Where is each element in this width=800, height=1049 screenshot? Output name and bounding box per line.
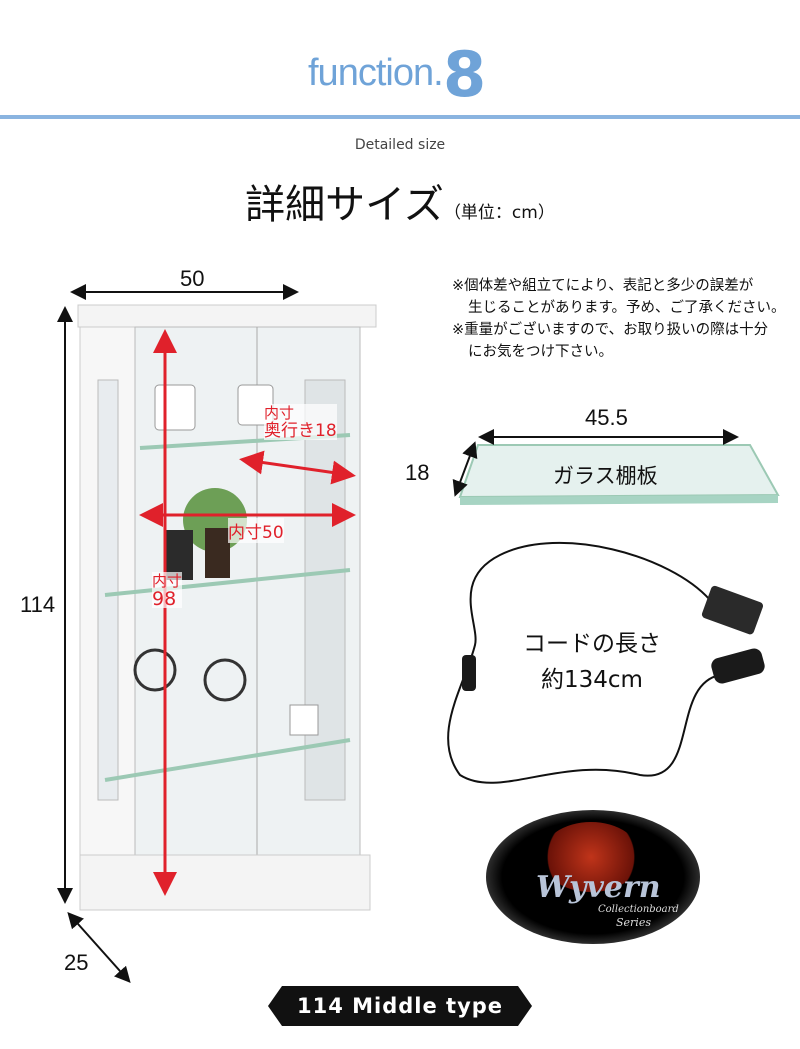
cord-plug [711, 648, 765, 684]
note-line: ※個体差や組立てにより、表記と多少の誤差が [452, 278, 754, 294]
logo-line2: Collectionboard [598, 904, 679, 915]
shelf [104, 568, 351, 597]
dragon-emblem [541, 822, 641, 892]
glass-width-dimension: 45.5 [585, 405, 628, 430]
cabinet-top [77, 304, 377, 328]
notes: ※個体差や組立てにより、表記と多少の誤差が 生じることがあります。予め、ご了承く… [452, 275, 786, 363]
header-divider [0, 115, 800, 119]
glass-depth-dimension: 18 [405, 460, 430, 485]
inner-height-value: 98 [152, 588, 177, 610]
model-badge: 114 Middle type [268, 986, 532, 1026]
cabinet-diagram [57, 284, 377, 983]
shelf [104, 738, 351, 782]
glass-shelf-label: ガラス棚板 [553, 464, 658, 488]
wyvern-logo: Wyvern Collectionboard Series [486, 810, 700, 944]
note-line: ※重量がございますので、お取り扱いの際は十分 [452, 322, 769, 338]
height-dimension: 114 [20, 592, 56, 617]
inner-depth-caption: 内寸 [264, 404, 295, 422]
model-label: 114 Middle type [296, 994, 504, 1018]
page-title: 詳細サイズ（単位：cm） [0, 172, 800, 230]
note-line: にお気をつけ下さい。 [468, 344, 613, 360]
cord-diagram [447, 542, 765, 784]
cord-info: コードの長さ約134cm [517, 626, 667, 698]
glass-shelf-diagram [452, 429, 780, 505]
inner-depth-value: 奥行き18 [264, 421, 337, 441]
power-adapter [701, 585, 763, 635]
cord-length: 約134cm [541, 667, 643, 693]
cabinet-base [79, 854, 371, 911]
title-text: 詳細サイズ [245, 182, 444, 228]
logo-line3: Series [616, 916, 651, 929]
inner-depth-label: 内寸奥行き18 [264, 404, 337, 440]
inner-height-caption: 内寸 [152, 572, 183, 590]
logo-name: Wyvern [536, 870, 661, 905]
function-number: 8 [443, 38, 487, 111]
note-line: 生じることがあります。予め、ご了承ください。 [468, 300, 786, 316]
cord-switch [462, 655, 476, 691]
function-word: function. [308, 52, 444, 94]
subtitle: Detailed size [354, 137, 446, 153]
width-dimension: 50 [180, 266, 205, 291]
cord-label: コードの長さ [523, 631, 661, 657]
inner-width-label: 内寸50 [228, 518, 284, 543]
unit-text: （単位：cm） [443, 203, 555, 223]
depth-dimension: 25 [64, 950, 89, 975]
